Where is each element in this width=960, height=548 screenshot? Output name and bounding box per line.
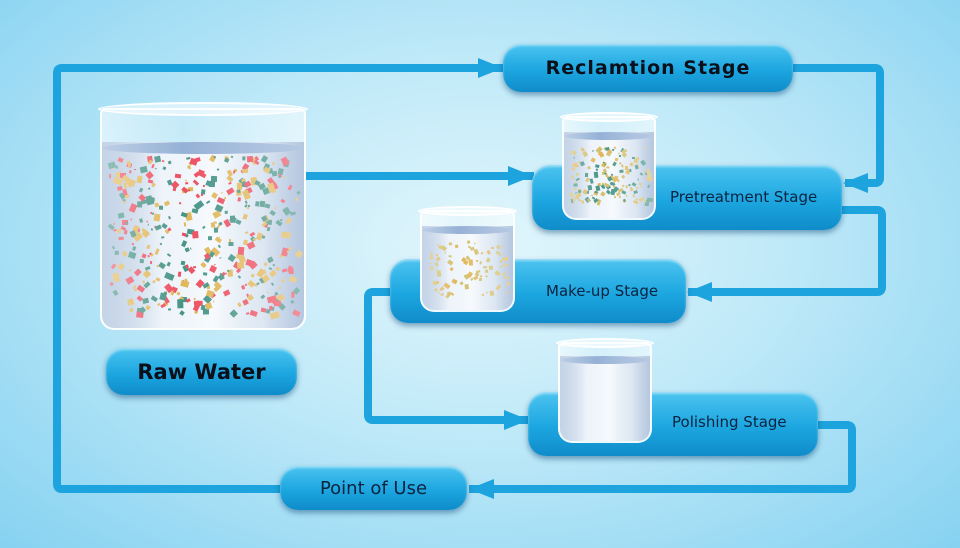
point-of-use-label: Point of Use bbox=[319, 477, 428, 499]
polishing-stage-label: Polishing Stage bbox=[672, 413, 787, 431]
pipe-polishing-to-point-of-use bbox=[469, 421, 856, 493]
pipe-pretreatment-to-makeup bbox=[688, 206, 886, 296]
makeup-stage-label: Make-up Stage bbox=[546, 282, 659, 300]
pipe-makeup-to-polishing bbox=[364, 288, 530, 424]
raw-water-box: Raw Water bbox=[106, 348, 297, 395]
point-of-use-box: Point of Use bbox=[280, 466, 467, 510]
reclamation-stage-label: Reclamtion Stage bbox=[545, 57, 751, 79]
arrow-right-icon bbox=[478, 58, 503, 78]
pretreatment-beaker bbox=[560, 112, 658, 220]
raw-water-label: Raw Water bbox=[137, 359, 266, 384]
arrow-left-icon bbox=[843, 173, 868, 193]
makeup-beaker bbox=[418, 206, 517, 312]
arrow-right-icon bbox=[504, 410, 529, 430]
reclamation-stage-box: Reclamtion Stage bbox=[503, 44, 793, 92]
pipe-reclamation-to-pretreatment bbox=[792, 64, 884, 187]
raw-water-beaker bbox=[98, 102, 308, 330]
pipe-point-of-use-to-reclamation bbox=[53, 64, 505, 493]
pretreatment-stage-label: Pretreatment Stage bbox=[670, 188, 818, 206]
polishing-beaker bbox=[556, 338, 654, 443]
arrow-left-icon bbox=[469, 479, 494, 499]
arrow-left-icon bbox=[687, 282, 712, 302]
arrow-right-icon bbox=[508, 166, 533, 186]
